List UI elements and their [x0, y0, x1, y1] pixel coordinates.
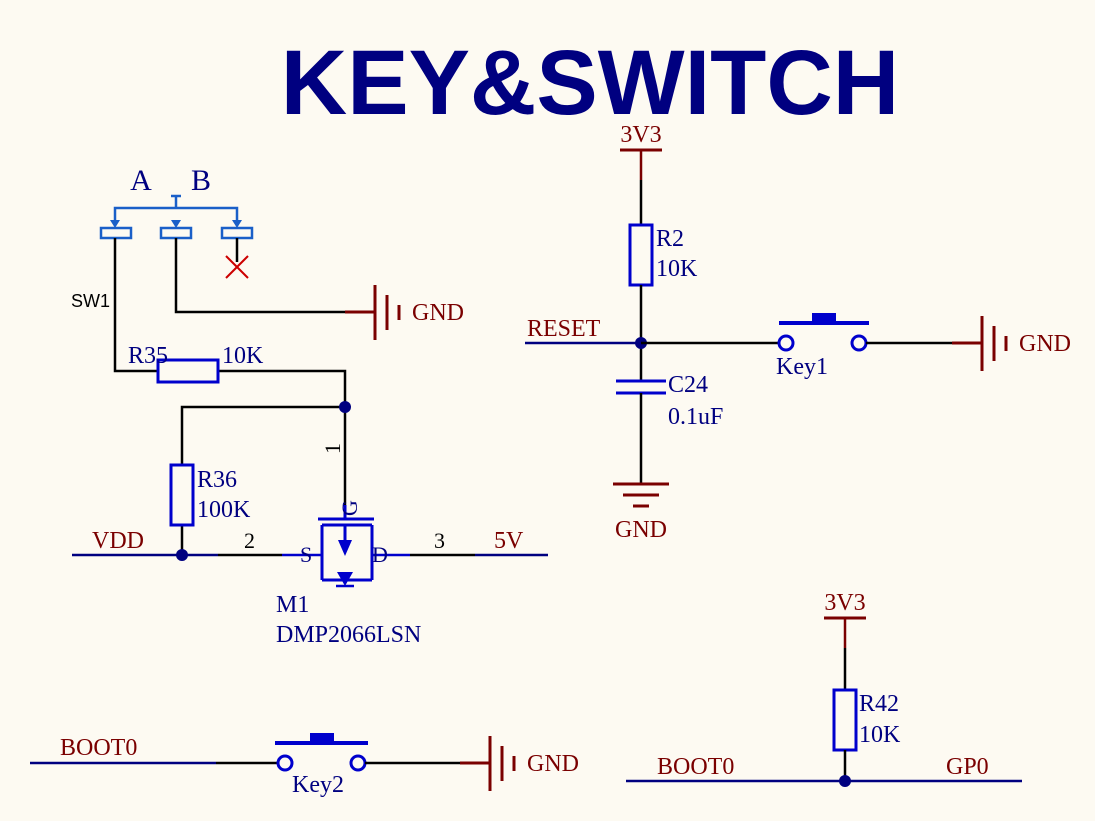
r42-designator: R42: [859, 691, 899, 717]
key2-designator: Key2: [292, 772, 344, 798]
r35-value: 10K: [222, 343, 264, 369]
boot0-right-net-label: BOOT0: [657, 754, 734, 780]
m1-pin2-number: 2: [244, 528, 255, 553]
m1-pin1-number: 1: [320, 443, 345, 454]
v3v3-reset-label: 3V3: [620, 122, 661, 148]
m1-pin3-number: 3: [434, 528, 445, 553]
switch-position-b-label: B: [191, 164, 211, 197]
m1-gate-pin-label: G: [337, 500, 362, 516]
m1-drain-pin-label: D: [372, 542, 388, 567]
gnd-label-key2: GND: [527, 751, 579, 777]
r36-designator: R36: [197, 467, 237, 493]
m1-part-number: DMP2066LSN: [276, 622, 421, 648]
switch-position-a-label: A: [130, 164, 152, 197]
boot0-left-net-label: BOOT0: [60, 735, 137, 761]
pushbutton-key2: [275, 733, 368, 772]
switch-wires: [113, 262, 347, 555]
m1-designator: M1: [276, 592, 309, 618]
gp0-net-label: GP0: [946, 754, 989, 780]
page-title: KEY&SWITCH: [281, 32, 899, 134]
resistor-r42: [832, 688, 858, 752]
mosfet-body-diode-icon: [337, 572, 353, 586]
gnd-symbol-key1-icon: [952, 316, 1008, 371]
c24-designator: C24: [668, 372, 708, 398]
vdd-net-label: VDD: [92, 528, 144, 554]
junction-gate-node: [339, 401, 351, 413]
junction-vdd-node: [176, 549, 188, 561]
gnd-label-c24: GND: [615, 517, 667, 543]
c24-value: 0.1uF: [668, 404, 723, 430]
no-connect-marker-icon: [225, 255, 249, 279]
gnd-symbol-c24-icon: [613, 482, 669, 508]
gnd-label-switch: GND: [412, 300, 464, 326]
m1-source-pin-label: S: [300, 542, 312, 567]
gnd-label-key1: GND: [1019, 331, 1071, 357]
sw1-designator: SW1: [71, 291, 110, 311]
resistor-r36: [169, 463, 195, 527]
gnd-symbol-switch-icon: [345, 285, 401, 340]
v5-net-label: 5V: [494, 528, 524, 554]
capacitor-c24: [616, 379, 666, 395]
mosfet-gate-arrow-icon: [338, 540, 352, 556]
reset-net-label: RESET: [527, 316, 601, 342]
r35-designator: R35: [128, 343, 168, 369]
key1-designator: Key1: [776, 354, 828, 380]
r36-value: 100K: [197, 497, 251, 523]
r42-value: 10K: [859, 722, 901, 748]
r2-value: 10K: [656, 256, 698, 282]
slide-switch-sw1: [99, 194, 254, 262]
resistor-r35: [156, 358, 220, 384]
junction-boot0-node: [839, 775, 851, 787]
pushbutton-key1: [777, 313, 869, 352]
r2-designator: R2: [656, 226, 684, 252]
v3v3-boot-label: 3V3: [824, 590, 865, 616]
gnd-symbol-key2-icon: [460, 736, 516, 791]
resistor-r2: [628, 223, 654, 287]
